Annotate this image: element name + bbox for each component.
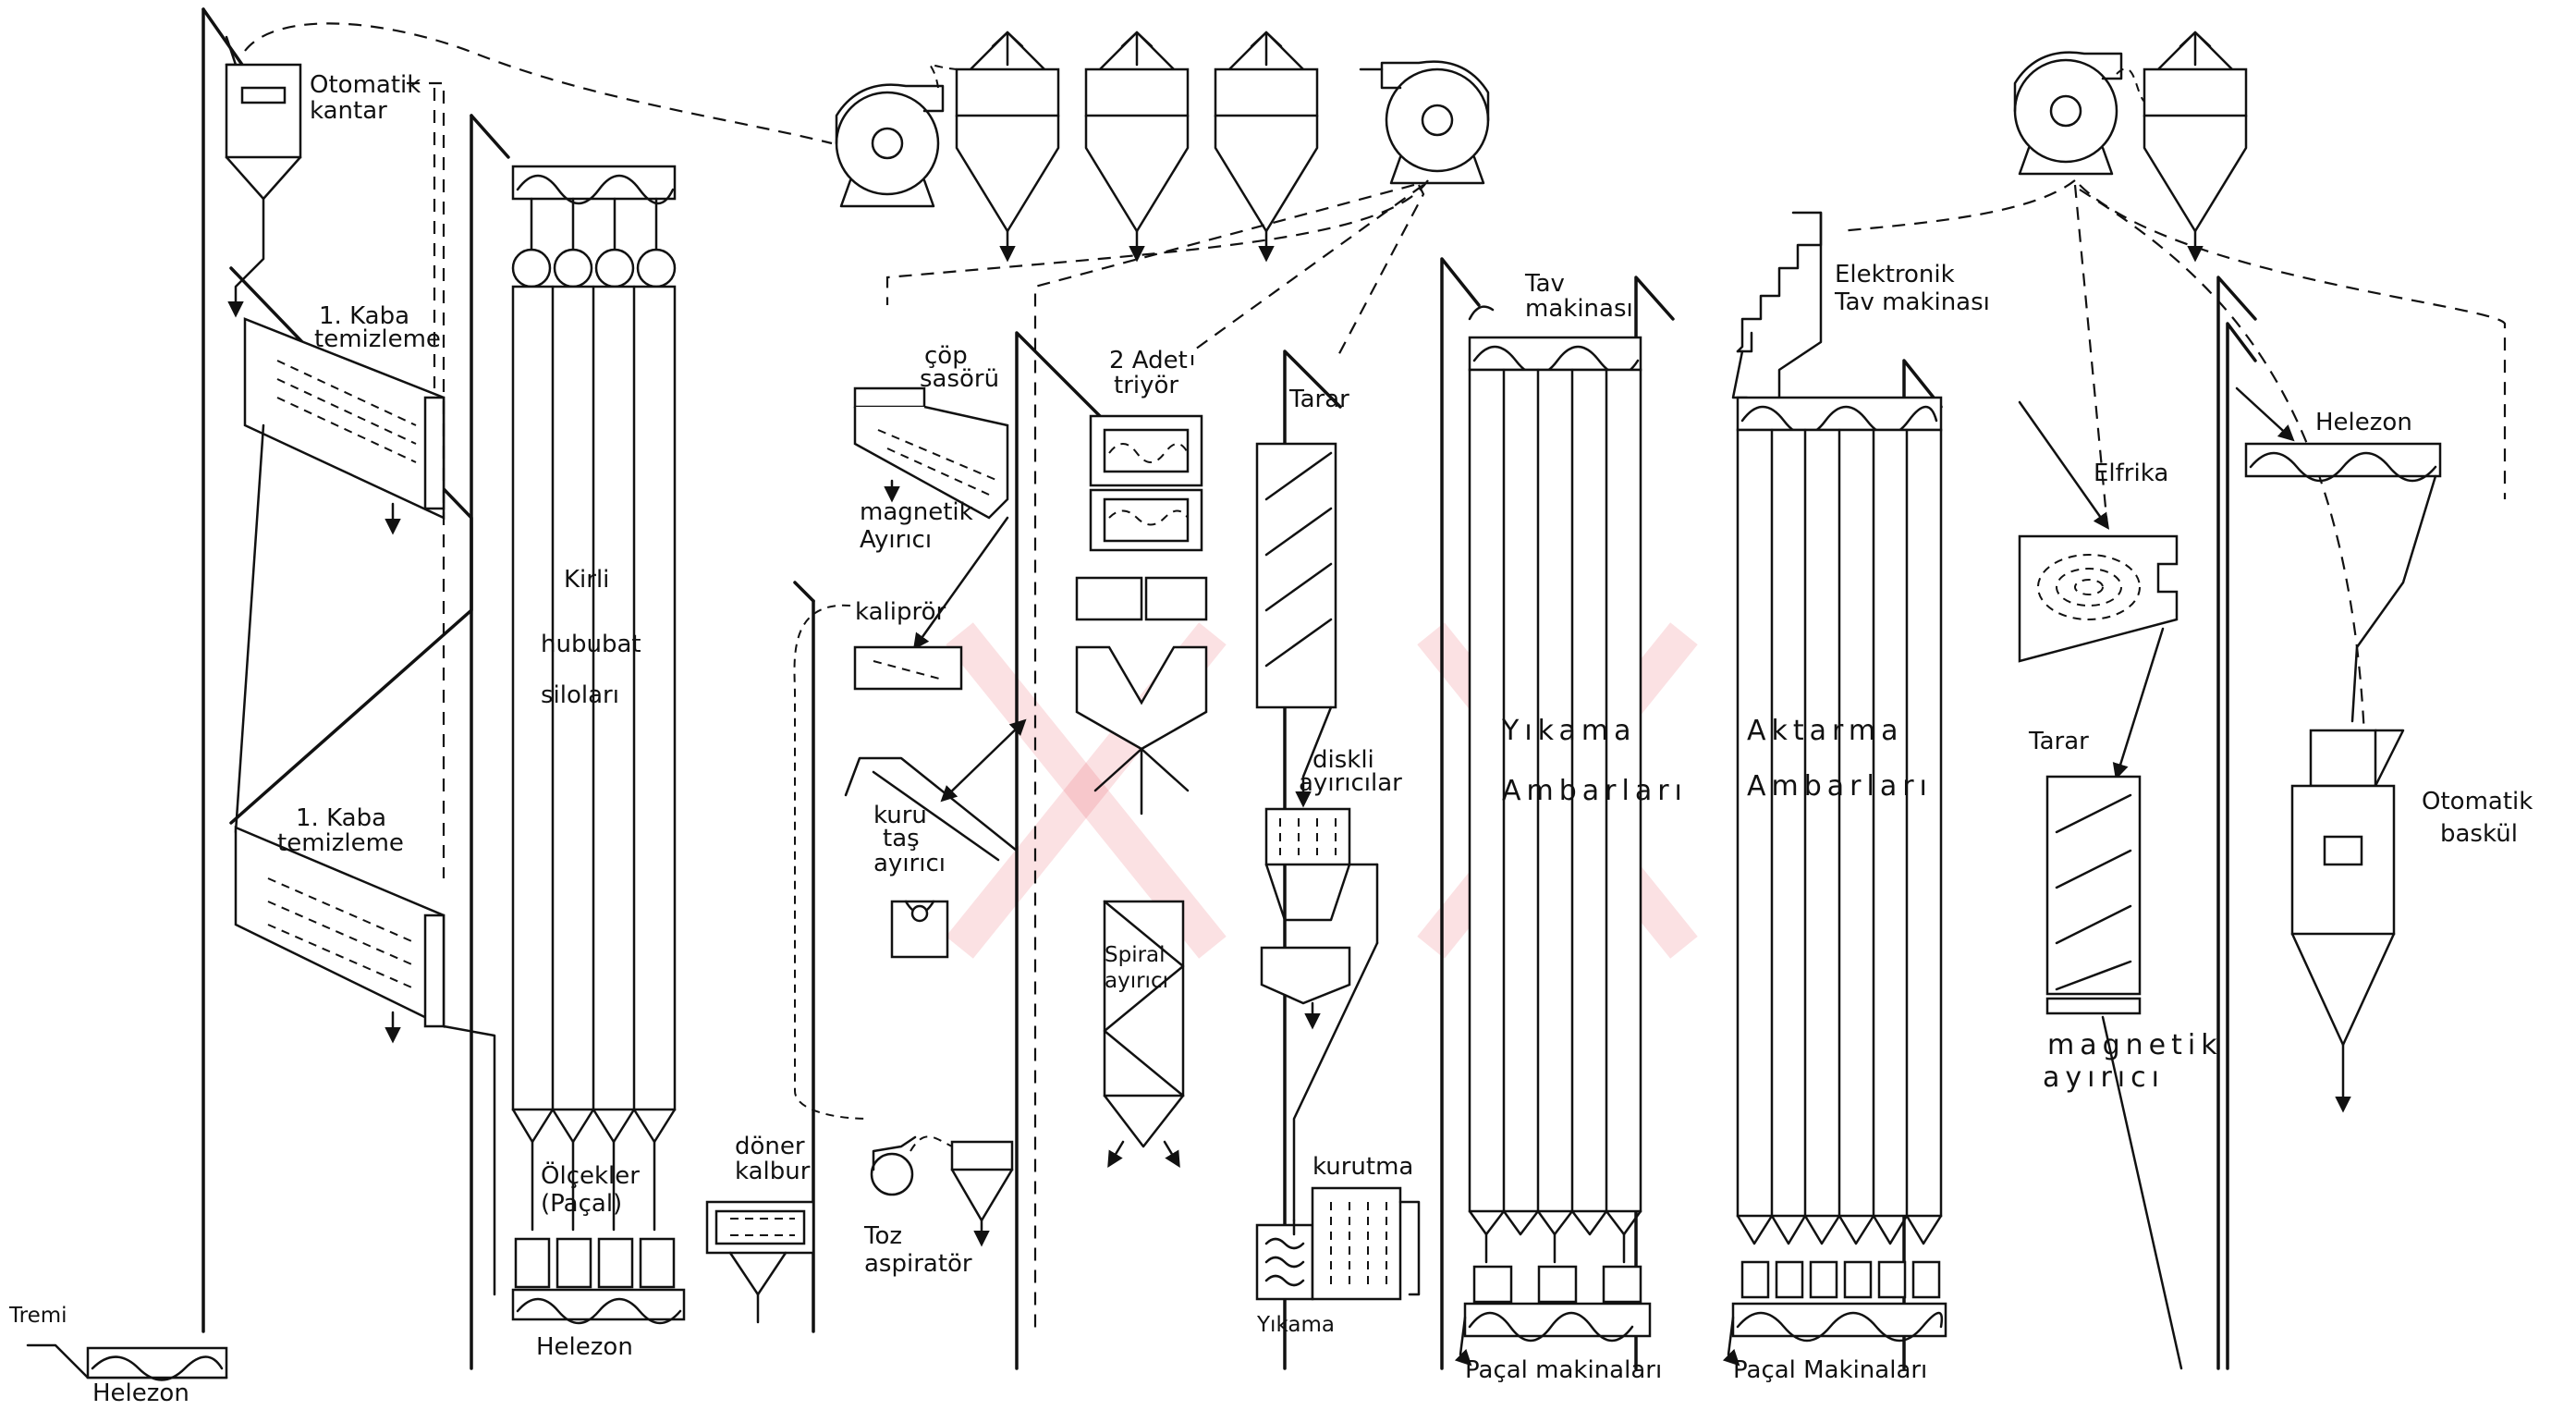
label-kaliprar: kaliprör bbox=[855, 598, 946, 626]
label-olcekler-2: (Paçal) bbox=[541, 1190, 622, 1218]
label-tarar-2: Tarar bbox=[2028, 728, 2089, 755]
label-spiral-2: ayırıcı bbox=[1105, 969, 1168, 993]
labels: Tremi Helezon Otomatik kantar 1. Kaba te… bbox=[8, 71, 2533, 1407]
label-kirli-3: siloları bbox=[541, 681, 619, 709]
label-kirli-2: hububat bbox=[541, 631, 641, 658]
column-4-equipment bbox=[1077, 416, 1206, 1165]
label-magnetik2-2: ayırıcı bbox=[2043, 1061, 2165, 1094]
label-diskli-2: ayırıcılar bbox=[1299, 769, 1402, 797]
label-kaba-2b: temizleme bbox=[277, 829, 404, 857]
label-pacal-1: Paçal makinaları bbox=[1465, 1356, 1662, 1384]
label-tav-2: makinası bbox=[1525, 295, 1633, 323]
washing-bins bbox=[1460, 307, 1650, 1364]
wall-10 bbox=[2218, 277, 2255, 1368]
label-kaba-2a: 1. Kaba bbox=[296, 804, 386, 832]
label-tarar-1: Tarar bbox=[1288, 386, 1349, 413]
label-kuru-2: taş bbox=[883, 825, 920, 852]
label-pacal-2: Paçal Makinaları bbox=[1733, 1356, 1927, 1384]
disc-separators bbox=[1266, 809, 1349, 864]
intake-section bbox=[28, 37, 494, 1380]
label-olcekler-1: Ölçekler bbox=[541, 1160, 640, 1190]
label-doner-2: kalbur bbox=[735, 1158, 811, 1185]
label-helezon-bottom: Helezon bbox=[92, 1379, 189, 1407]
label-aktarma-2: Ambarları bbox=[1747, 770, 1933, 803]
label-elektronik-2: Tav makinası bbox=[1834, 288, 1990, 316]
rotary-sieve bbox=[707, 1202, 813, 1322]
label-magnetik2-1: magnetik bbox=[2047, 1029, 2223, 1061]
label-kaba-1b: temizleme bbox=[314, 325, 441, 353]
label-toz-1: Toz bbox=[863, 1222, 902, 1250]
label-helezon-right: Helezon bbox=[2315, 409, 2412, 436]
label-otomatik-kantar-1: Otomatik bbox=[310, 71, 421, 99]
label-helezon-silo: Helezon bbox=[536, 1333, 633, 1361]
label-yikama: Yıkama bbox=[1256, 1313, 1335, 1337]
label-toz-2: aspiratör bbox=[864, 1250, 972, 1278]
column-10-equipment bbox=[2237, 388, 2440, 1110]
silo-top-screw bbox=[513, 166, 675, 199]
label-magnetik-1: magnetik bbox=[860, 498, 973, 526]
wall-9 bbox=[2228, 324, 2255, 1368]
label-spiral-1: Spiral bbox=[1105, 943, 1166, 967]
label-baskul-2: baskül bbox=[2440, 820, 2518, 848]
label-elektronik-1: Elektronik bbox=[1835, 261, 1955, 288]
scourer bbox=[1257, 444, 1336, 707]
label-kuru-3: ayırıcı bbox=[873, 850, 946, 877]
label-yikama-amb-2: Ambarları bbox=[1502, 775, 1688, 807]
column-9-equipment bbox=[2020, 402, 2181, 1368]
aspiration-system bbox=[836, 32, 2246, 259]
label-magnetik-2: Ayırıcı bbox=[860, 526, 932, 554]
building-walls bbox=[203, 9, 2255, 1368]
label-cop-2: sasörü bbox=[920, 365, 999, 393]
label-trior-2: triyör bbox=[1114, 372, 1178, 399]
label-tav-1: Tav bbox=[1524, 270, 1565, 298]
dirty-wheat-silos bbox=[513, 166, 684, 1323]
bottom-screw-conveyor bbox=[88, 1348, 226, 1378]
label-baskul-1: Otomatik bbox=[2422, 788, 2533, 815]
automatic-scale bbox=[226, 65, 300, 157]
label-otomatik-kantar-2: kantar bbox=[310, 97, 387, 125]
label-yikama-amb-1: Yıkama bbox=[1501, 715, 1637, 747]
label-aktarma-1: Aktarma bbox=[1747, 715, 1903, 747]
label-doner-1: döner bbox=[735, 1133, 805, 1160]
label-kurutma: kurutma bbox=[1312, 1153, 1413, 1181]
label-tremi: Tremi bbox=[8, 1304, 67, 1328]
label-trior-1: 2 Adet bbox=[1109, 347, 1188, 374]
silo-bottom-screw bbox=[513, 1290, 684, 1319]
coarse-cleaner-2 bbox=[236, 828, 444, 1026]
label-kirli-1: Kirli bbox=[564, 566, 609, 594]
label-elfrika: Elfrika bbox=[2094, 460, 2168, 487]
cylindrical-kaliprar bbox=[855, 647, 961, 689]
